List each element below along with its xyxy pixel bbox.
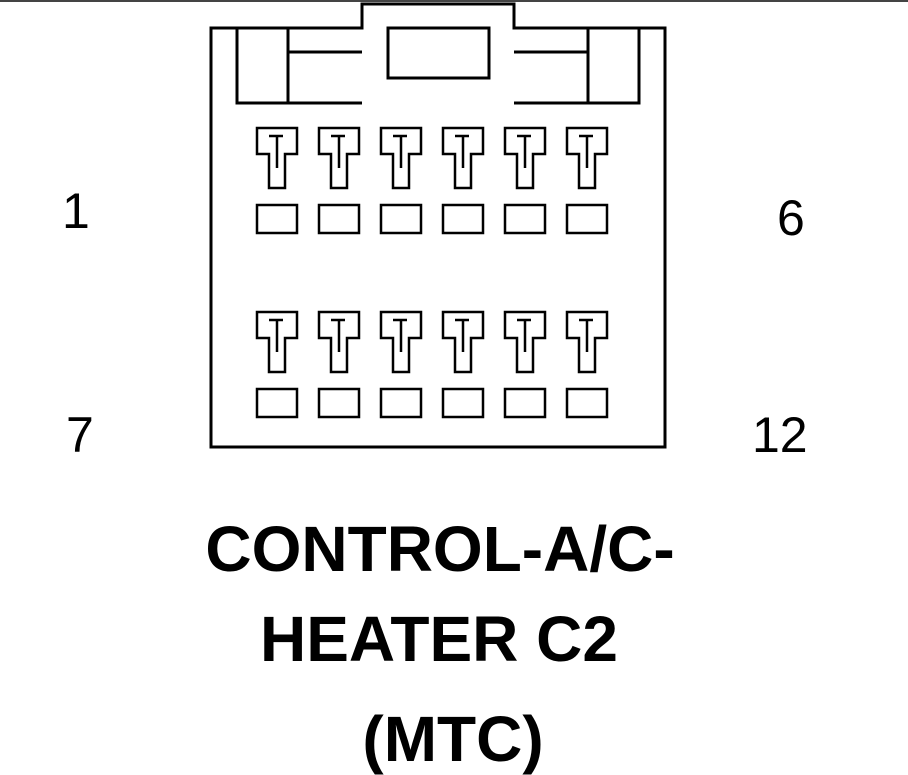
terminal-seat-4 xyxy=(441,203,485,235)
housing-outline xyxy=(209,2,667,449)
terminal-seat-12 xyxy=(565,387,609,419)
center-latch-window xyxy=(386,26,491,80)
terminal-cavity-2 xyxy=(317,126,361,235)
terminal-cavity-4 xyxy=(441,126,485,235)
terminal-seat-3 xyxy=(379,203,423,235)
caption-line-1: CONTROL-A/C- xyxy=(205,513,675,585)
terminal-cavity-8 xyxy=(317,310,361,419)
pin-label-7: 7 xyxy=(66,407,94,463)
terminal-seat-1 xyxy=(255,203,299,235)
connector-diagram xyxy=(209,2,667,449)
terminal-cavity-12 xyxy=(565,310,609,419)
terminal-seat-6 xyxy=(565,203,609,235)
terminal-t-1 xyxy=(255,126,299,190)
terminal-t-9 xyxy=(379,310,423,374)
terminal-cavity-6 xyxy=(565,126,609,235)
terminal-t-8 xyxy=(317,310,361,374)
terminal-cavity-1 xyxy=(255,126,299,235)
terminal-seat-10 xyxy=(441,387,485,419)
terminal-seat-7 xyxy=(255,387,299,419)
terminal-seat-9 xyxy=(379,387,423,419)
terminal-t-4 xyxy=(441,126,485,190)
terminal-t-2 xyxy=(317,126,361,190)
terminal-seat-5 xyxy=(503,203,547,235)
terminal-cavity-5 xyxy=(503,126,547,235)
terminal-cavity-11 xyxy=(503,310,547,419)
pin-rows xyxy=(255,126,609,419)
terminal-cavity-3 xyxy=(379,126,423,235)
pin-label-6: 6 xyxy=(777,190,805,246)
left-latch xyxy=(235,28,362,105)
pin-label-12: 12 xyxy=(752,407,808,463)
terminal-t-11 xyxy=(503,310,547,374)
top-border-line xyxy=(0,0,908,2)
terminal-seat-2 xyxy=(317,203,361,235)
terminal-cavity-7 xyxy=(255,310,299,419)
caption-line-2: HEATER C2 xyxy=(260,603,618,675)
terminal-cavity-9 xyxy=(379,310,423,419)
terminal-t-7 xyxy=(255,310,299,374)
terminal-t-3 xyxy=(379,126,423,190)
right-latch xyxy=(514,28,641,105)
terminal-seat-11 xyxy=(503,387,547,419)
connector-housing xyxy=(209,2,667,449)
terminal-cavity-10 xyxy=(441,310,485,419)
terminal-t-5 xyxy=(503,126,547,190)
pin-label-1: 1 xyxy=(62,183,90,239)
terminal-t-6 xyxy=(565,126,609,190)
caption-line-3: (MTC) xyxy=(362,703,544,775)
terminal-t-12 xyxy=(565,310,609,374)
terminal-seat-8 xyxy=(317,387,361,419)
terminal-t-10 xyxy=(441,310,485,374)
